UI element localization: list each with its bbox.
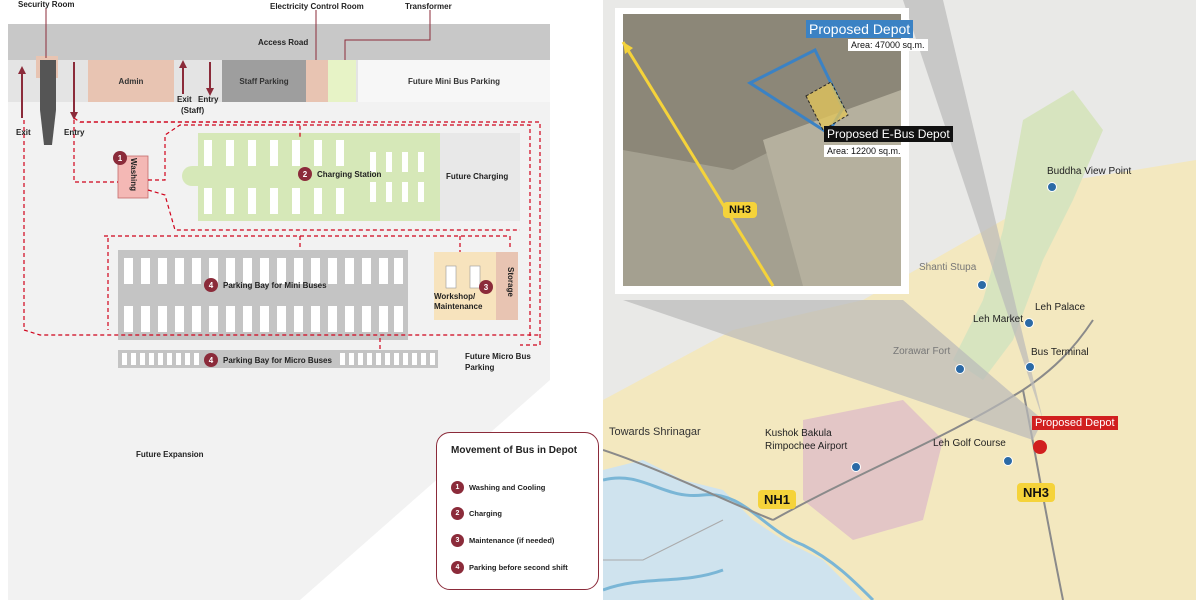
future-charging-label: Future Charging	[446, 172, 509, 181]
legend-badge: 4	[451, 561, 464, 574]
inset-proposed-depot-title: Proposed Depot	[806, 20, 914, 38]
future-expansion-label: Future Expansion	[136, 450, 204, 459]
legend-item-text: Parking before second shift	[469, 563, 568, 572]
airport-pin	[851, 462, 861, 472]
future-mini-bus-parking-label: Future Mini Bus Parking	[407, 76, 500, 86]
map-base	[603, 0, 1196, 600]
legend-item-text: Washing and Cooling	[469, 483, 546, 492]
transformer-block	[328, 60, 356, 102]
map-proposed-depot-tag: Proposed Depot	[1032, 416, 1118, 430]
site-plan: Security Room Electricity Control Room T…	[8, 0, 599, 600]
parking-micro-label: Parking Bay for Micro Buses	[223, 355, 332, 365]
airport-label-line2: Rimpochee Airport	[765, 441, 848, 452]
nh1-badge: NH1	[758, 490, 797, 509]
legend-badge: 1	[451, 481, 464, 494]
step-badge-mini: 4	[204, 278, 218, 292]
legend-badge: 2	[451, 507, 464, 520]
leh-palace-label: Leh Palace	[1035, 302, 1086, 313]
inset-area-ebus: Area: 12200 sq.m.	[824, 145, 904, 157]
towards-shrinagar-label: Towards Shrinagar	[609, 426, 701, 438]
transformer-label: Transformer	[405, 2, 452, 11]
shanti-stupa-label: Shanti Stupa	[919, 262, 977, 273]
future-mini-bus-parking: Future Mini Bus Parking	[358, 60, 550, 102]
inset-area-depot: Area: 47000 sq.m.	[848, 39, 928, 51]
movement-legend: Movement of Bus in Depot 1 Washing and Co…	[436, 432, 599, 590]
charging-bays	[204, 140, 424, 214]
staff-exit-label: Exit	[177, 95, 192, 104]
legend-item: 3 Maintenance (if needed)	[451, 534, 554, 547]
leh-market-label: Leh Market	[973, 314, 1024, 325]
airport-label-line1: Kushok Bakula	[765, 428, 832, 439]
buddha-view-point-pin	[1047, 182, 1057, 192]
mini-bus-bays	[124, 258, 403, 332]
future-micro-line2: Parking	[465, 363, 495, 372]
micro-bus-parking-tag: 4 Parking Bay for Micro Buses	[204, 353, 332, 367]
access-road-label: Access Road	[258, 38, 309, 47]
leh-golf-course-label: Leh Golf Course	[933, 438, 1006, 449]
step-badge-charging: 2	[298, 167, 312, 181]
bus-terminal-label: Bus Terminal	[1031, 347, 1089, 358]
mini-bus-parking-tag: 4 Parking Bay for Mini Buses	[204, 278, 327, 292]
electricity-control-room-label: Electricity Control Room	[270, 2, 364, 11]
legend-item-text: Charging	[469, 509, 502, 518]
staff-tag-label: (Staff)	[181, 106, 205, 115]
staff-entry-label: Entry	[198, 95, 219, 104]
exit-label: Exit	[16, 128, 31, 137]
legend-item: 2 Charging	[451, 507, 502, 520]
washing-label: Washing	[129, 158, 138, 192]
bus-terminal-pin	[1025, 362, 1035, 372]
storage-label: Storage	[506, 267, 515, 297]
entry-label: Entry	[64, 128, 85, 137]
site-plan-base	[8, 8, 550, 600]
inset-proposed-ebus-title: Proposed E-Bus Depot	[824, 126, 953, 142]
micro-bus-bays	[122, 353, 435, 365]
step-badge-workshop: 3	[479, 280, 493, 294]
zorawar-fort-pin	[955, 364, 965, 374]
location-map[interactable]: Proposed Depot Area: 47000 sq.m. Propose…	[603, 0, 1196, 600]
legend-badge: 3	[451, 534, 464, 547]
buddha-view-point-label: Buddha View Point	[1047, 166, 1132, 177]
charging-station-tag: 2 Charging Station	[298, 167, 381, 181]
legend-title: Movement of Bus in Depot	[451, 445, 578, 456]
inset-nh3-badge: NH3	[723, 202, 758, 218]
step-badge-micro: 4	[204, 353, 218, 367]
legend-item-text: Maintenance (if needed)	[469, 536, 555, 545]
staff-parking-label: Staff Parking	[239, 76, 289, 86]
parking-mini-label: Parking Bay for Mini Buses	[223, 280, 327, 290]
workshop-label: Workshop/ Maintenance	[434, 292, 483, 311]
leh-palace-pin	[1024, 318, 1034, 328]
nh3-badge: NH3	[1017, 483, 1056, 502]
step-badge-washing: 1	[113, 151, 127, 165]
shanti-stupa-pin	[977, 280, 987, 290]
admin-label: Admin	[118, 76, 144, 86]
legend-item: 4 Parking before second shift	[451, 561, 568, 574]
bus-routes	[23, 117, 541, 352]
charging-station-label: Charging Station	[317, 169, 382, 179]
staff-parking-block: Staff Parking	[222, 60, 306, 102]
future-micro-line1: Future Micro Bus	[465, 352, 531, 361]
electricity-control-room	[306, 60, 328, 102]
zorawar-fort-label: Zorawar Fort	[893, 346, 951, 357]
legend-item: 1 Washing and Cooling	[451, 481, 545, 494]
leh-golf-course-pin	[1003, 456, 1013, 466]
admin-block: Admin	[88, 60, 174, 102]
security-room-label: Security Room	[18, 0, 75, 9]
